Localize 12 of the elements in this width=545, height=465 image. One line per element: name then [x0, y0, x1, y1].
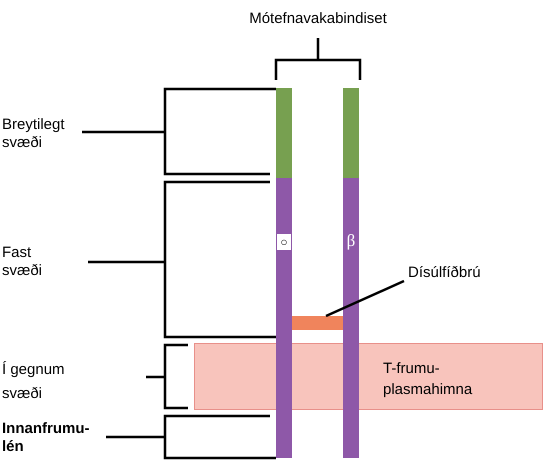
membrane-label: T-frumu- plasmahimna	[383, 359, 474, 400]
antigen-binding-site-label: Mótefnavakabindiset	[248, 10, 388, 28]
region-label: Breytilegt svæði	[2, 116, 66, 152]
leader-line	[325, 280, 405, 318]
region-label: Innanfrumu- lén	[2, 420, 90, 456]
callout-label: Dísúlfíðbrú	[408, 264, 481, 282]
chain-label: ○	[277, 234, 291, 250]
chain-label: β	[343, 230, 359, 252]
membrane-band	[194, 343, 543, 410]
disulfide-bar	[292, 316, 343, 330]
region-label: Fast svæði	[2, 244, 44, 280]
region-label: Í gegnum svæði	[2, 360, 66, 404]
